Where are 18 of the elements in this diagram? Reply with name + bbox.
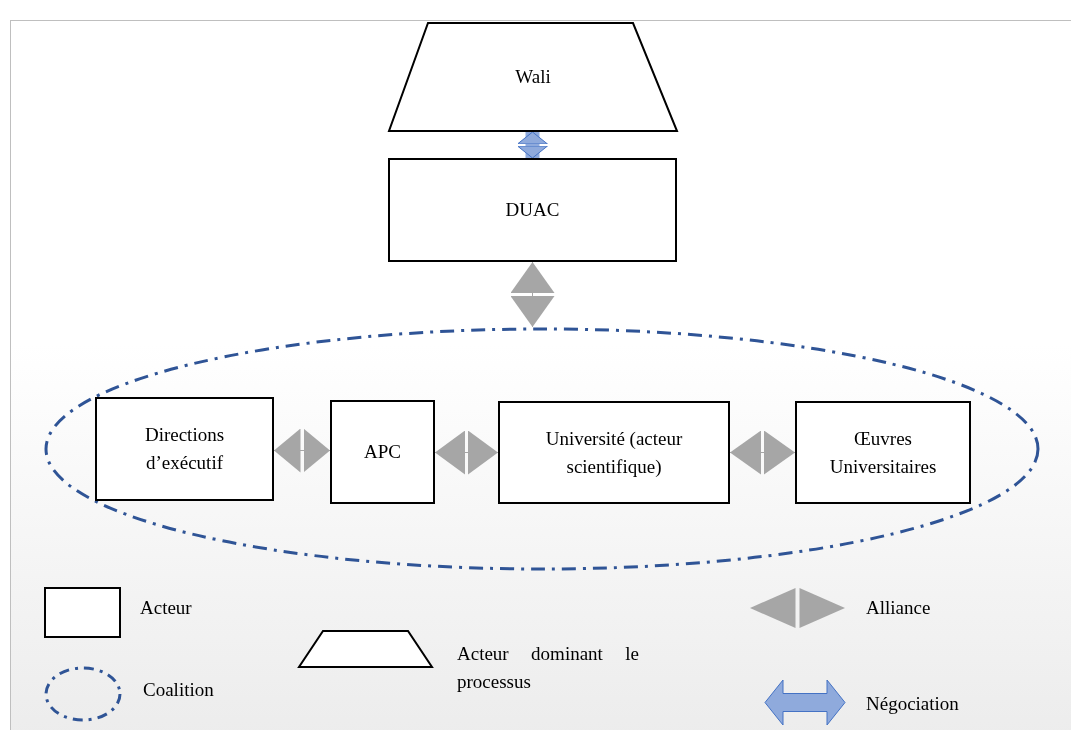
actor-box: Université (acteur scientifique): [498, 401, 730, 504]
actor-box: DUAC: [388, 158, 677, 262]
actor-box: Directions d’exécutif: [95, 397, 274, 501]
alliance-arrow: [434, 430, 499, 475]
alliance-arrow: [729, 430, 796, 475]
coalition-ellipse: [44, 327, 1040, 571]
actor-box: Œuvres Universitaires: [795, 401, 971, 504]
legend-label: Acteur dominant le processus: [457, 642, 639, 694]
trapezoid-shape: [388, 22, 678, 132]
legend-label: Négociation: [866, 692, 959, 716]
alliance-arrow: [273, 428, 331, 473]
double-block-arrow: [517, 131, 548, 159]
legend-label: Coalition: [143, 678, 214, 702]
alliance-arrow: [510, 261, 555, 328]
node-label: Wali: [515, 65, 551, 90]
legend-label: Acteur: [140, 596, 192, 620]
legend-label: Alliance: [866, 596, 931, 620]
actor-box: APC: [330, 400, 435, 504]
